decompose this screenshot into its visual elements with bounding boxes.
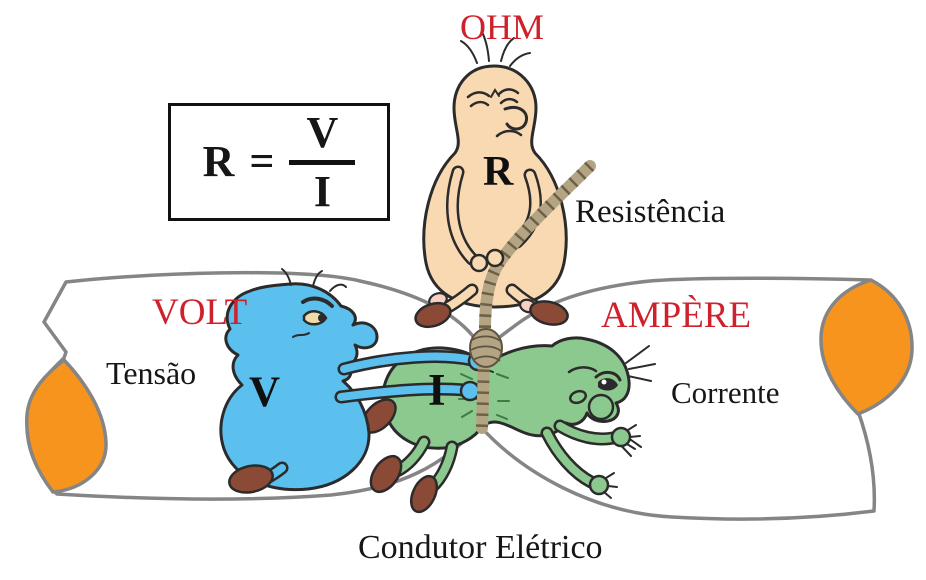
ohm-symbol-label: R [483,149,514,195]
ohm-nose [503,106,529,131]
formula-box: R = V I [168,103,390,221]
ampere-quantity-label: Corrente [671,375,780,410]
conductor-left-end [25,358,108,494]
formula-result: R [202,137,235,186]
ampere-whiskers [611,345,656,457]
volt-name-label: VOLT [152,292,248,333]
ampere-nose [587,393,615,421]
volt-symbol-label: V [249,369,281,416]
volt-body [219,282,379,492]
volt-hair [281,268,347,292]
ohm-mouth [495,129,523,138]
volt-eyebrow [301,296,334,308]
volt-mouth [292,332,310,338]
ampere-eyebrow [567,366,598,374]
ohm-quantity-label: Resistência [575,194,726,230]
formula-numerator: V [306,107,339,157]
ohm-hand [469,253,489,273]
ohm-hand-2 [485,248,505,268]
ampere-shoe [369,454,403,494]
rope [469,160,596,434]
volt-quantity-label: Tensão [106,355,197,391]
ampere-character [369,336,656,514]
ohm-left-shoe [414,301,452,329]
volt-front-shoe [228,464,274,494]
conductor-label: Condutor Elétrico [358,529,603,566]
ohm-right-shoe [529,300,569,326]
ohm-eyes [466,88,520,108]
ampere-symbol-label: I [428,365,446,415]
ohm-character [414,31,569,329]
conductor-right-end [819,278,914,416]
formula-fraction: V I [289,107,356,216]
formula-equals: = [249,137,275,186]
volt-character [219,268,497,494]
ampere-name-label: AMPÈRE [601,295,752,336]
formula-denominator: I [313,166,331,216]
ohm-hair [460,31,531,67]
ampere-shoe-2 [409,474,439,514]
formula-fraction-bar [289,159,356,165]
ohm-name-label: OHM [460,7,545,47]
ampere-mouth [569,389,587,405]
